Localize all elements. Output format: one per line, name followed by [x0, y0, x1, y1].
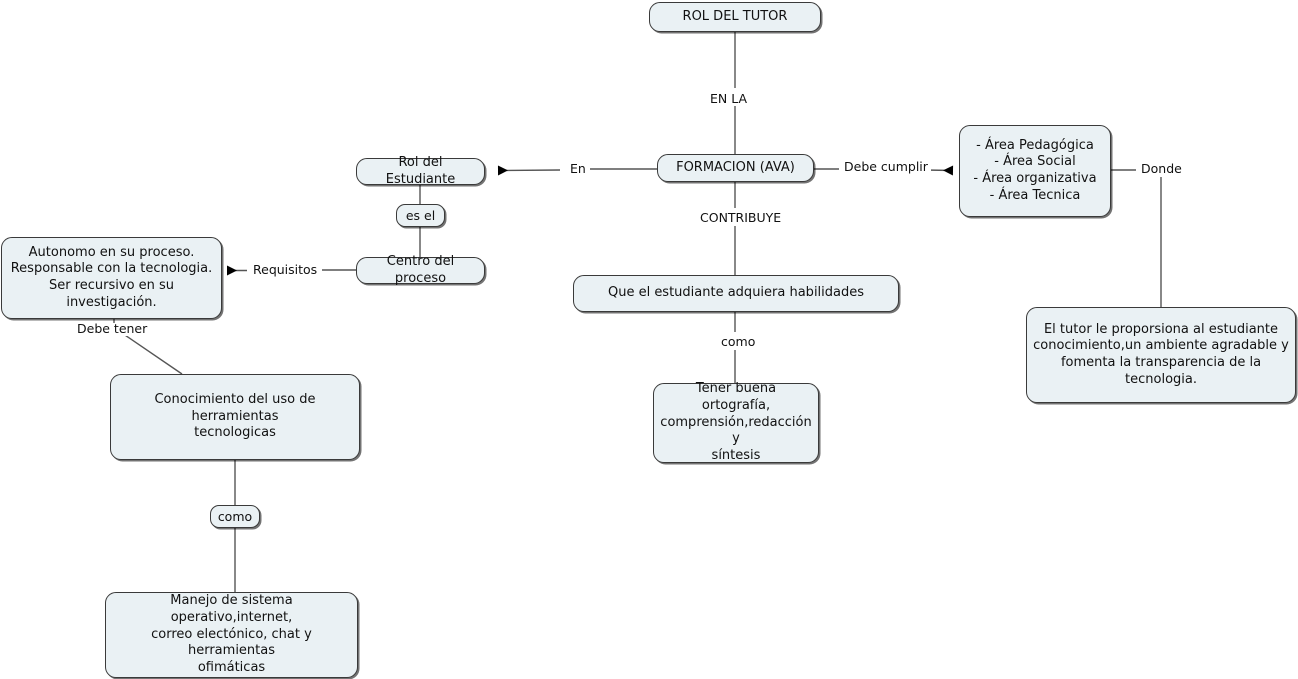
node-formacion-ava[interactable]: FORMACION (AVA) — [657, 154, 814, 182]
node-rol-del-estudiante[interactable]: Rol del Estudiante — [356, 155, 485, 187]
node-adquiera-habilidades[interactable]: Que el estudiante adquiera habilidades — [573, 275, 899, 312]
node-areas[interactable]: - Área Pedagógica - Área Social - Área o… — [959, 125, 1111, 217]
edge-label-debe-tener: Debe tener — [74, 322, 151, 336]
edge-label-en-la: EN LA — [707, 92, 751, 106]
node-rol-del-tutor[interactable]: ROL DEL TUTOR — [649, 2, 821, 32]
node-es-el[interactable]: es el — [396, 204, 445, 227]
node-ortografia[interactable]: Tener buena ortografía, comprensión,reda… — [653, 381, 819, 463]
node-centro-del-proceso[interactable]: Centro del proceso — [356, 254, 485, 286]
edge-debetener-conocimiento — [121, 332, 183, 375]
node-manejo-sistema-operativo[interactable]: Manejo de sistema operativo,internet, co… — [105, 592, 358, 678]
node-como[interactable]: como — [210, 505, 260, 528]
node-tutor-proporciona[interactable]: El tutor le proporsiona al estudiante co… — [1026, 307, 1296, 403]
edge-label-como: como — [718, 335, 759, 349]
edge-label-debe-cumplir: Debe cumplir — [841, 160, 931, 174]
edge-en-rolestudiante — [497, 165, 561, 176]
node-conocimiento-herramientas[interactable]: Conocimiento del uso de herramientas tec… — [110, 374, 360, 460]
edge-label-donde: Donde — [1138, 162, 1185, 176]
edge-label-requisitos: Requisitos — [250, 263, 321, 277]
edge-label-en: En — [567, 162, 589, 176]
node-autonomo-requisitos[interactable]: Autonomo en su proceso. Responsable con … — [1, 237, 222, 319]
edge-label-contribuye: CONTRIBUYE — [697, 211, 785, 225]
